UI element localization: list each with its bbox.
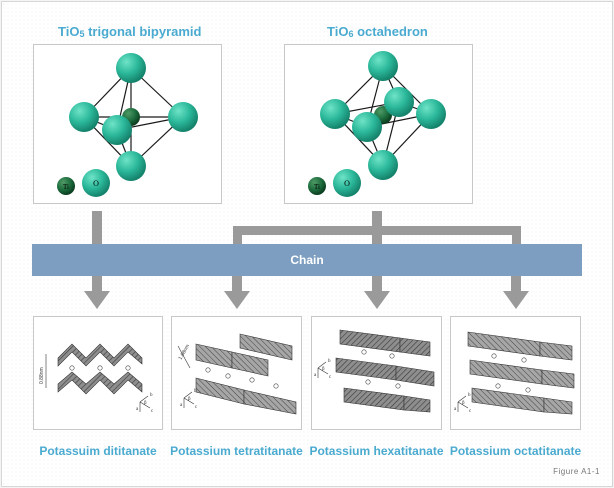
hexatitanate-structure-box — [311, 316, 442, 430]
caption-dititanate: Potassuim dititanate — [39, 444, 157, 458]
caption-hexatitanate: Potassium hexatitanate — [309, 444, 444, 458]
tio6-structure-box — [284, 44, 473, 204]
dititanate-structure-box — [33, 316, 163, 430]
tio5-structure-box — [33, 44, 222, 204]
tetratitanate-structure-box — [171, 316, 302, 430]
octatitanate-structure-box — [450, 316, 581, 430]
chain-bar: Chain — [32, 244, 582, 276]
tio5-title: TiO5 trigonal bipyramid — [58, 24, 202, 39]
caption-octatitanate: Potassium octatitanate — [449, 444, 582, 458]
figure-label: Figure A1-1 — [553, 467, 600, 476]
tio6-title: TiO6 octahedron — [327, 24, 428, 39]
caption-tetratitanate: Potassium tetratitanate — [170, 444, 303, 458]
chain-label: Chain — [290, 253, 324, 267]
